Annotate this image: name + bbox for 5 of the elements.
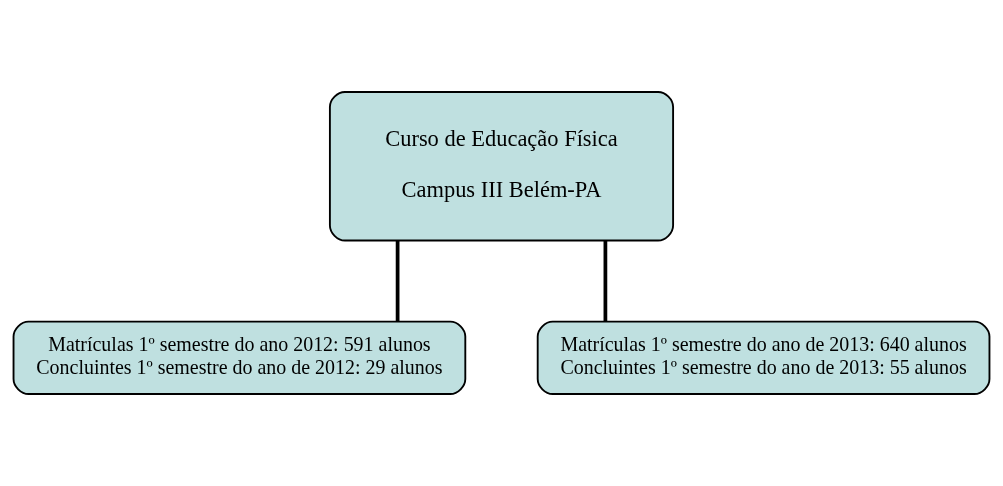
node-box: Matrículas 1º semestre do ano 2012: 591 alunos Concluintes 1º semestre do ano de 2012: 29 alunos xyxy=(12,320,467,395)
node-box: Curso de Educação Física Campus III Belém-PA xyxy=(328,91,675,242)
node-box: Matrículas 1º semestre do ano de 2013: 640 alunos Concluintes 1º semestre do ano de 2013: 55 alunos xyxy=(536,320,991,395)
connector xyxy=(395,240,400,322)
connector xyxy=(603,240,608,322)
